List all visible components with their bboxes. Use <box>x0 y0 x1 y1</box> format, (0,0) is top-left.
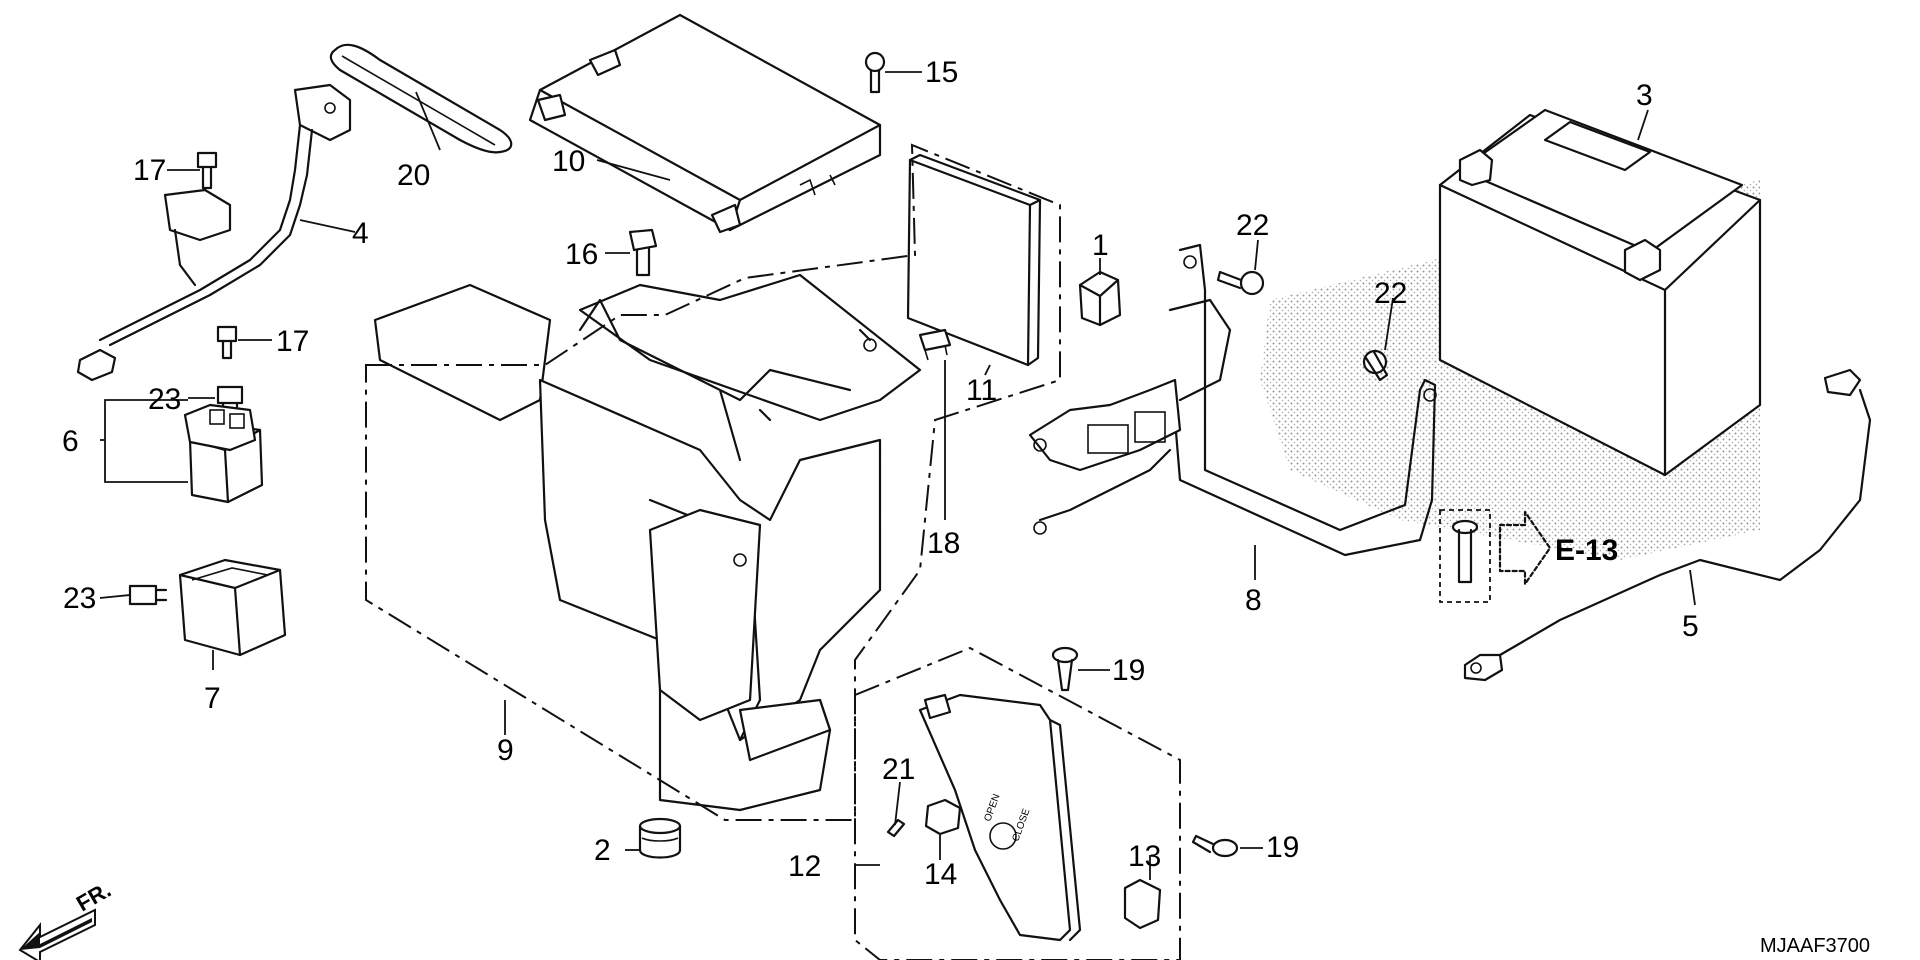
bolt-15 <box>864 51 886 94</box>
screw-19-lower <box>1191 834 1239 858</box>
callout-labels: 1 2 3 4 5 6 7 8 9 10 11 12 13 14 15 16 1… <box>62 56 1699 891</box>
callout-7: 7 <box>204 682 221 715</box>
battery-part <box>1438 108 1762 477</box>
grommet-2 <box>638 817 682 859</box>
relay-cover-part <box>178 558 287 657</box>
lock-cylinder-14 <box>924 798 962 836</box>
callout-16: 16 <box>565 238 598 271</box>
foam-pad-part <box>906 153 1042 367</box>
battery-bracket-part <box>1028 243 1437 557</box>
callout-10: 10 <box>552 145 585 178</box>
callout-9: 9 <box>497 734 514 767</box>
callout-23-lower: 23 <box>63 582 96 615</box>
callout-3: 3 <box>1636 79 1653 112</box>
box-group-outline <box>365 143 1061 821</box>
reference-bolt-e13 <box>1439 509 1552 603</box>
callout-21: 21 <box>882 753 915 786</box>
screw-19-upper <box>1051 646 1079 692</box>
diagram-code: MJAAF3700 <box>1760 935 1870 957</box>
callout-17-top: 17 <box>133 154 166 187</box>
callout-18: 18 <box>927 527 960 560</box>
callout-19-lower: 19 <box>1266 831 1299 864</box>
callout-12: 12 <box>788 850 821 883</box>
reference-label: E-13 <box>1555 534 1618 567</box>
callout-4: 4 <box>352 217 369 250</box>
starter-relay-part <box>183 403 264 504</box>
battery-cable-part <box>76 83 352 382</box>
callout-22-lower: 22 <box>1374 277 1407 310</box>
callout-6: 6 <box>62 425 79 458</box>
bolt-22-upper <box>1216 270 1265 296</box>
front-direction-arrow <box>18 908 96 960</box>
fuse-23-lower <box>128 584 168 606</box>
callout-23-upper: 23 <box>148 383 181 416</box>
leader-lines <box>99 71 1696 880</box>
callout-13: 13 <box>1128 840 1161 873</box>
callout-1: 1 <box>1092 229 1109 262</box>
callout-22-upper: 22 <box>1236 209 1269 242</box>
relay-group-bracket <box>104 399 188 483</box>
callout-19-upper: 19 <box>1112 654 1145 687</box>
callout-20: 20 <box>397 159 430 192</box>
battery-lid-part <box>528 13 882 234</box>
callout-14: 14 <box>924 858 957 891</box>
callout-5: 5 <box>1682 610 1699 643</box>
front-direction-label: FR. <box>72 877 115 916</box>
bolt-16 <box>628 228 658 277</box>
battery-box-part <box>373 273 922 812</box>
bolt-17-top <box>196 151 218 190</box>
side-cover-part <box>918 693 1082 942</box>
clip-nut-18 <box>918 328 952 361</box>
cover-group-outline <box>854 646 1181 960</box>
connector-1 <box>1078 270 1122 327</box>
bolt-17-middle <box>216 325 238 360</box>
negative-cable-part <box>1463 368 1872 682</box>
callout-8: 8 <box>1245 584 1262 617</box>
callout-11: 11 <box>966 374 997 407</box>
key-lock-13 <box>1123 878 1162 930</box>
callout-15: 15 <box>925 56 958 89</box>
callout-2: 2 <box>594 834 611 867</box>
rubber-band-part <box>329 43 513 154</box>
callout-17-middle: 17 <box>276 325 309 358</box>
bolt-22-lower <box>1362 349 1389 382</box>
